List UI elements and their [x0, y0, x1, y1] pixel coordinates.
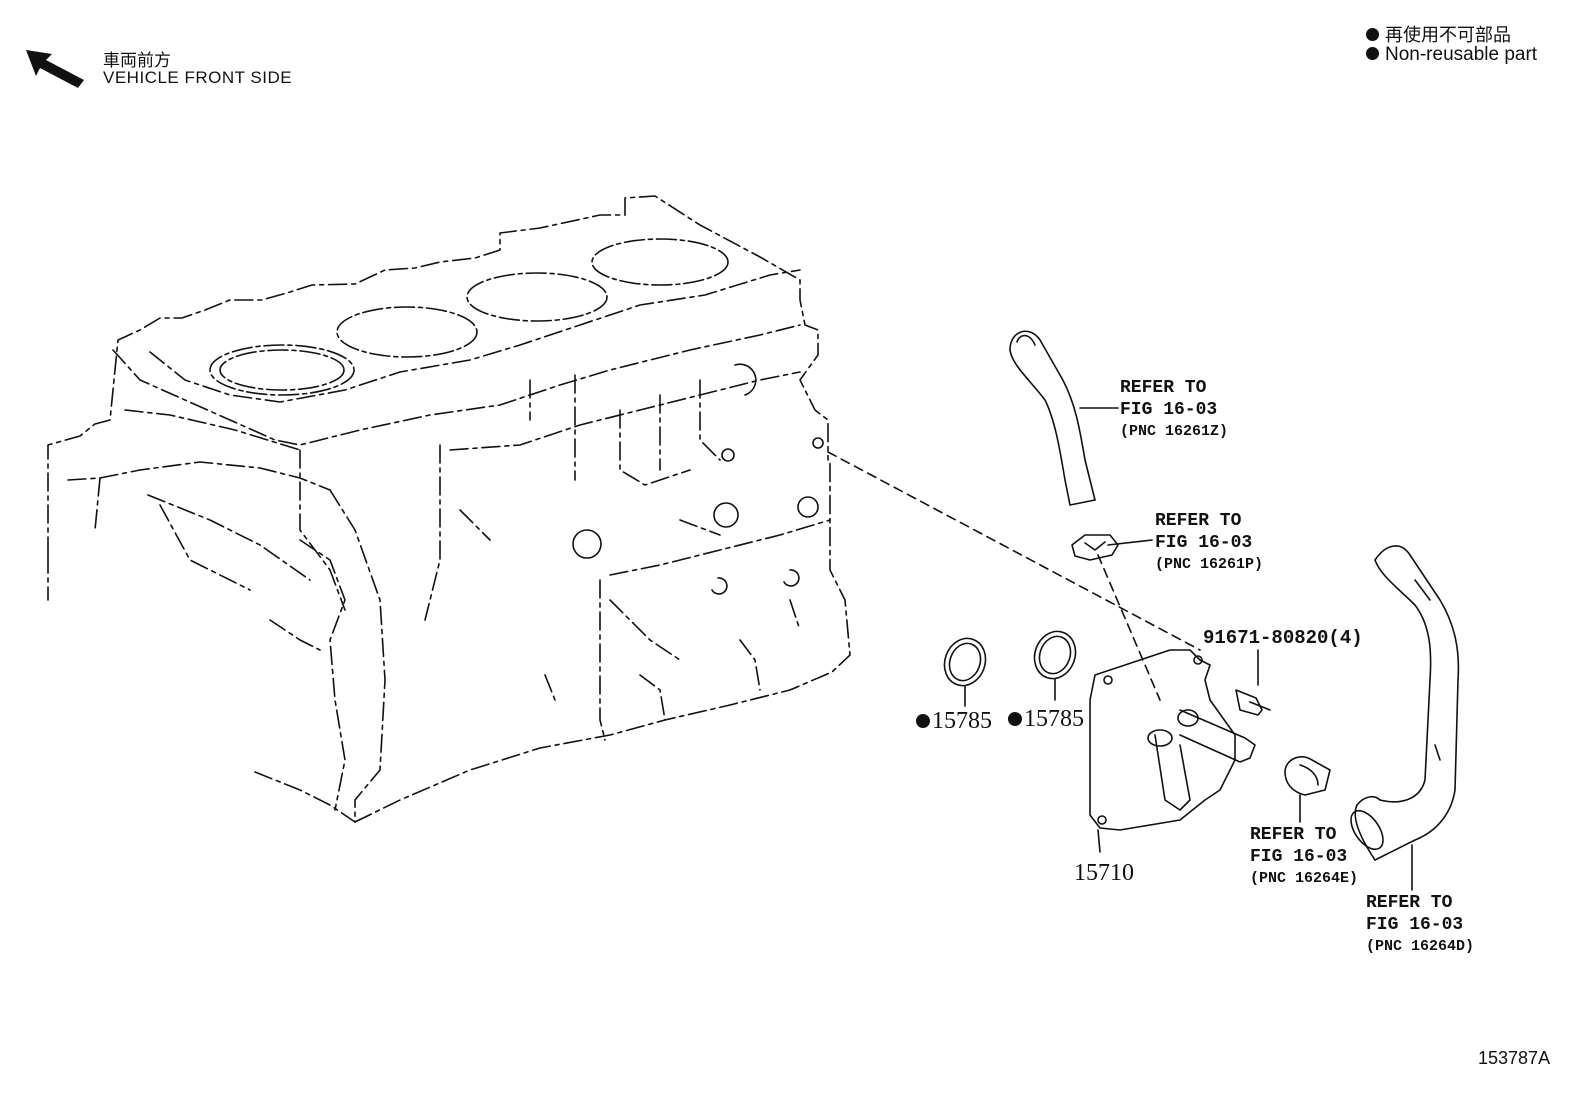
vehicle-front-label-jp: 車両前方: [103, 51, 171, 70]
callout-line: FIG 16-03: [1250, 847, 1348, 867]
callout-line: REFER TO: [1120, 378, 1207, 398]
legend-label-en: Non-reusable part: [1385, 44, 1538, 65]
gaskets: [943, 630, 1077, 707]
callout-clamp-lower[interactable]: REFER TO FIG 16-03 (PNC 16264E): [1250, 824, 1358, 890]
callout-line: REFER TO: [1155, 511, 1242, 531]
part-number-oil-cooler[interactable]: 15710: [1074, 860, 1134, 886]
callout-pnc: (PNC 16264E): [1250, 870, 1359, 887]
leader-lines: [1079, 407, 1413, 891]
upper-clamp: [1071, 534, 1119, 561]
filled-circle-icon: [1366, 28, 1379, 41]
callout-line: REFER TO: [1250, 825, 1337, 845]
callout-line: REFER TO: [1366, 893, 1453, 913]
non-reusable-marker-icon: [1008, 712, 1022, 726]
figure-id: 153787A: [1478, 1048, 1551, 1068]
lower-hose: [1350, 545, 1460, 861]
part-number-text: 15785: [932, 708, 992, 734]
block-bosses: [572, 363, 824, 595]
callout-pnc: (PNC 16264D): [1366, 938, 1475, 955]
oil-cooler: [1089, 649, 1256, 853]
filled-circle-icon: [1366, 47, 1379, 60]
legend-label-jp: 再使用不可部品: [1385, 25, 1511, 45]
lower-clamp: [1284, 756, 1331, 796]
part-number-gasket-2[interactable]: 15785: [1008, 706, 1084, 733]
non-reusable-marker-icon: [916, 714, 930, 728]
callout-clamp-upper[interactable]: REFER TO FIG 16-03 (PNC 16261P): [1155, 510, 1263, 576]
alignment-lines: [827, 451, 1201, 701]
legend-row-en: Non-reusable part: [1366, 44, 1537, 66]
callout-line: FIG 16-03: [1366, 915, 1464, 935]
part-number-bolt[interactable]: 91671-80820(4): [1203, 627, 1363, 649]
callout-hose-upper[interactable]: REFER TO FIG 16-03 (PNC 16261Z): [1120, 377, 1228, 443]
cylinder-bores: [209, 238, 729, 396]
arrow-up-left-icon: [26, 50, 84, 88]
callout-line: FIG 16-03: [1155, 533, 1253, 553]
callout-line: FIG 16-03: [1120, 400, 1218, 420]
legend-row-jp: 再使用不可部品: [1366, 21, 1511, 47]
part-number-gasket-1[interactable]: 15785: [916, 708, 992, 735]
upper-hose: [1009, 330, 1096, 506]
vehicle-front-label-en: VEHICLE FRONT SIDE: [103, 68, 293, 87]
part-number-text: 15785: [1024, 706, 1084, 732]
callout-hose-lower[interactable]: REFER TO FIG 16-03 (PNC 16264D): [1366, 892, 1474, 958]
bolt: [1235, 649, 1271, 716]
engine-block-phantom: [47, 195, 851, 823]
callout-pnc: (PNC 16261P): [1155, 556, 1264, 573]
callout-pnc: (PNC 16261Z): [1120, 423, 1229, 440]
